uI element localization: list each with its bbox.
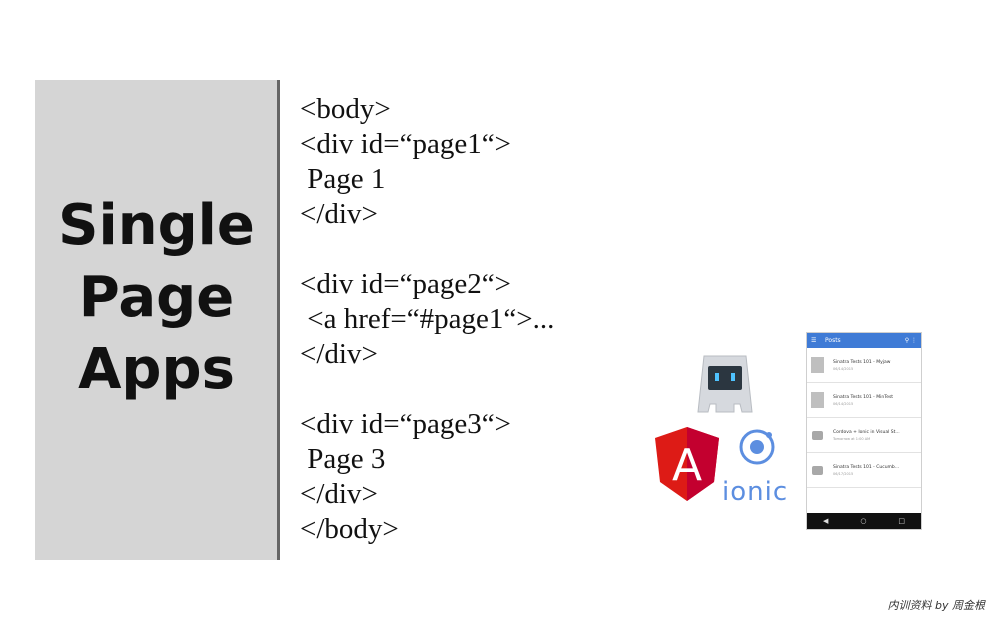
camera-icon <box>812 430 823 440</box>
phone-title: Posts <box>825 337 841 344</box>
item-subtitle: 06/14/2015 <box>833 366 854 371</box>
footer-credit: 内训资料 by 周金根 <box>887 599 986 612</box>
phone-nav-bar: ◀ ○ □ <box>807 513 921 529</box>
phone-mockup: ☰ Posts ⚲ ⋮ Sinatra Tests 101 - Myjaw 06… <box>806 332 922 530</box>
list-item: Sinatra Tests 101 - Myjaw 06/14/2015 <box>807 348 921 383</box>
cordova-logo-icon <box>697 355 753 413</box>
home-icon: ○ <box>860 517 867 525</box>
code-line: </div> <box>300 338 378 370</box>
menu-icon: ☰ <box>811 337 817 344</box>
slide-title: Single Page Apps <box>35 190 278 406</box>
item-subtitle: 06/14/2015 <box>833 401 854 406</box>
list-item: Cordova + Ionic in Visual St... Tomorrow… <box>807 418 921 453</box>
list-item: Sinatra Tests 101 - MinTest 06/14/2015 <box>807 383 921 418</box>
title-line-1: Single <box>58 193 255 258</box>
item-subtitle: Tomorrow at 1:00 AM <box>833 436 871 441</box>
camera-icon <box>812 465 823 475</box>
item-title: Sinatra Tests 101 - MinTest <box>833 394 894 400</box>
code-blank-line <box>300 372 554 407</box>
phone-app-bar: ☰ Posts ⚲ ⋮ <box>807 333 921 348</box>
back-icon: ◀ <box>822 517 829 525</box>
code-sample: <body> <div id=“page1“> Page 1 </div> <d… <box>300 92 554 547</box>
list-item: Sinatra Tests 101 - Cucumb... 06/17/2015 <box>807 453 921 488</box>
ionic-logo-icon <box>739 429 775 465</box>
item-title: Sinatra Tests 101 - Cucumb... <box>833 464 900 470</box>
item-title: Sinatra Tests 101 - Myjaw <box>833 359 891 365</box>
code-line: </body> <box>300 513 399 545</box>
item-subtitle: 06/17/2015 <box>833 471 854 476</box>
code-line: Page 1 <box>300 163 386 195</box>
thumbnail-icon <box>811 357 824 373</box>
vertical-divider <box>277 80 280 560</box>
code-line: <div id=“page2“> <box>300 268 511 300</box>
item-title: Cordova + Ionic in Visual St... <box>833 429 900 435</box>
thumbnail-icon <box>811 392 824 408</box>
title-line-3: Apps <box>78 337 235 402</box>
search-icon: ⚲ ⋮ <box>904 337 917 344</box>
code-line: <body> <box>300 93 391 125</box>
code-blank-line <box>300 232 554 267</box>
code-line: </div> <box>300 478 378 510</box>
title-line-2: Page <box>78 265 235 330</box>
code-line: <div id=“page3“> <box>300 408 511 440</box>
recents-icon: □ <box>898 517 905 525</box>
angular-logo-icon: A <box>655 427 719 501</box>
angular-letter: A <box>672 440 702 491</box>
code-line: <a href=“#page1“>... <box>300 303 555 335</box>
code-line: </div> <box>300 198 378 230</box>
title-panel <box>35 80 278 560</box>
code-line: Page 3 <box>300 443 386 475</box>
ionic-wordmark: ionic <box>722 477 789 507</box>
code-line: <div id=“page1“> <box>300 128 511 160</box>
